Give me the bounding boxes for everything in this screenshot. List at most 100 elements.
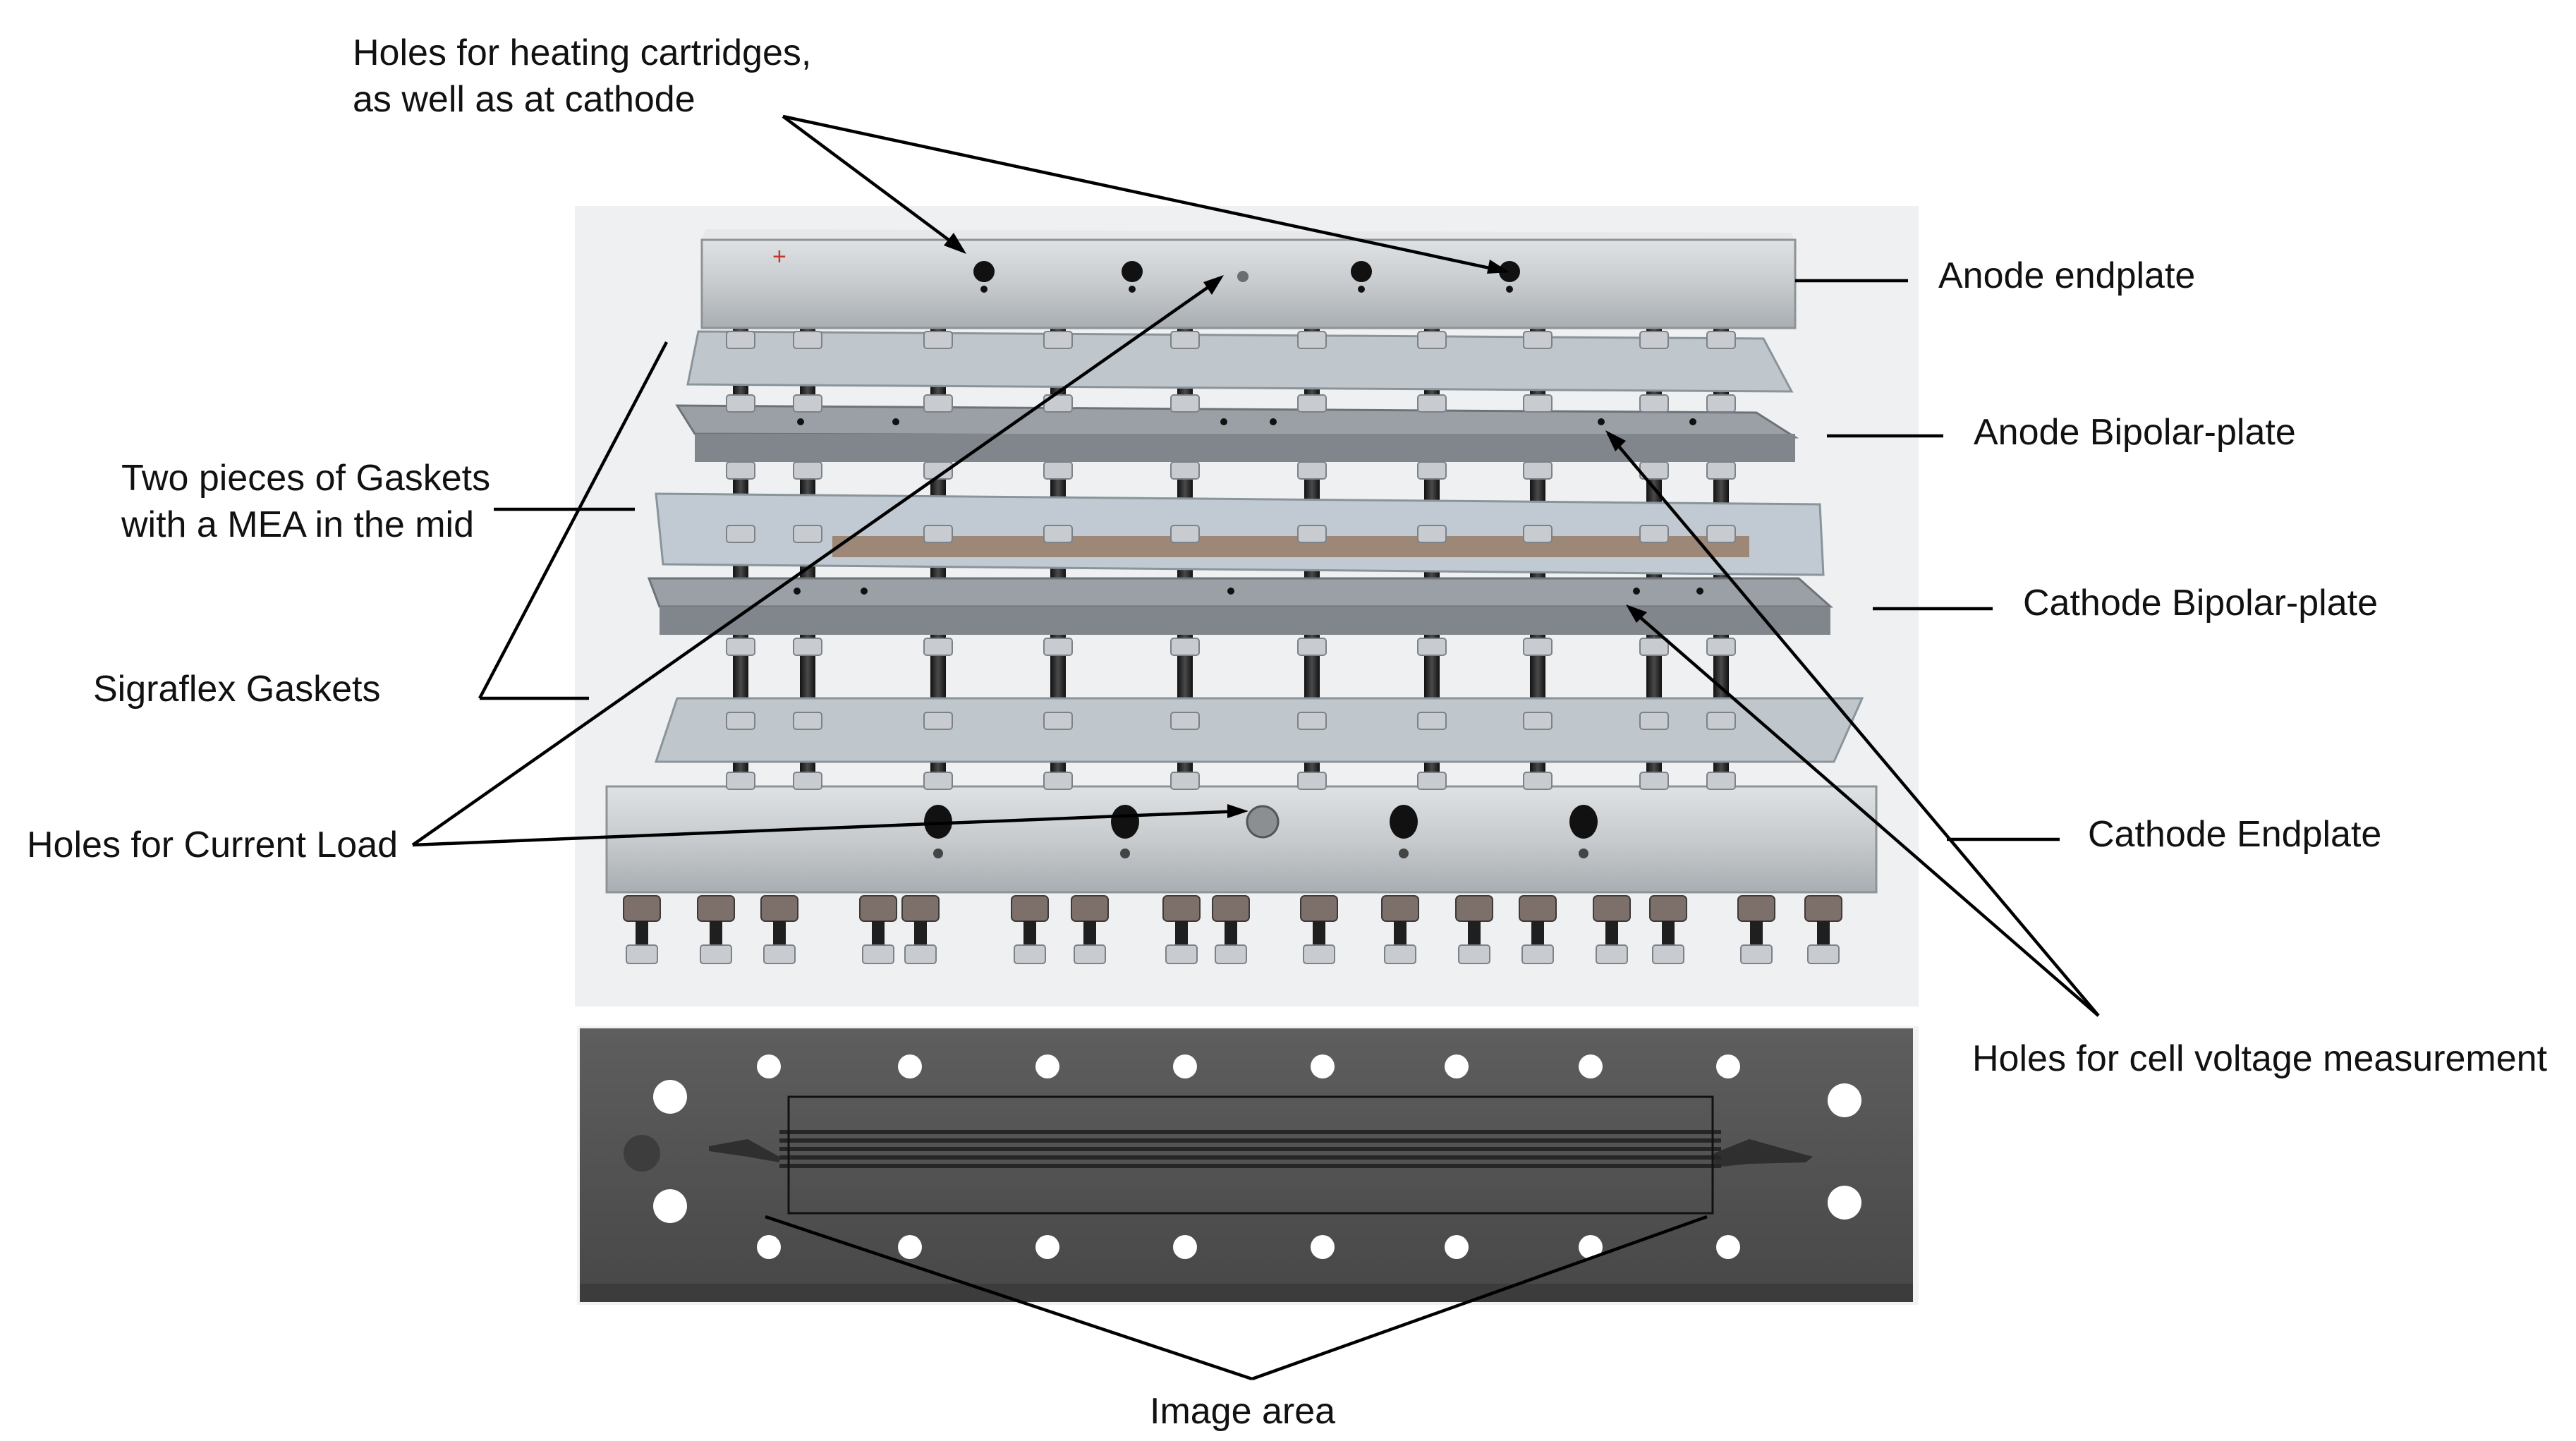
small-hole [1358, 286, 1365, 293]
bottom-nut [1804, 895, 1842, 922]
image-area-outline [787, 1095, 1714, 1215]
hex-nut [1639, 331, 1669, 349]
hex-nut [1170, 394, 1200, 413]
bottom-nut [760, 895, 798, 922]
hex-nut [1639, 712, 1669, 730]
hex-nut [726, 638, 755, 656]
bottom-nut [1381, 895, 1419, 922]
current-load-hole [1246, 805, 1280, 839]
heating-hole [1499, 261, 1520, 282]
stack-nuts [623, 331, 1842, 964]
hex-nut [1639, 772, 1669, 790]
hex-nut [1170, 712, 1200, 730]
bottom-bolt-nut [1521, 944, 1554, 964]
plate-hole [898, 1054, 922, 1078]
hex-nut [793, 638, 822, 656]
cathode-endplate [605, 785, 1878, 894]
bottom-nut [1300, 895, 1338, 922]
plate-hole [1716, 1054, 1740, 1078]
hex-nut [1297, 525, 1327, 543]
sigraflex-gasket-upper [686, 330, 1794, 393]
plate-hole [1579, 1235, 1603, 1259]
arrow-current-bottom [1227, 804, 1248, 818]
hex-nut [1043, 638, 1073, 656]
hex-nut [1523, 525, 1553, 543]
hex-nut [1417, 638, 1447, 656]
bottom-nut [1212, 895, 1250, 922]
bottom-nut [1071, 895, 1109, 922]
bottom-bolt-nut [862, 944, 894, 964]
plate-hole [757, 1054, 781, 1078]
cathode-bipolar-plate [647, 577, 1833, 608]
bottom-bolt-nut [626, 944, 658, 964]
bottom-nut [1455, 895, 1493, 922]
bottom-nut [1649, 895, 1687, 922]
heating-hole [1351, 261, 1372, 282]
hex-nut [1043, 331, 1073, 349]
hex-nut [1706, 331, 1736, 349]
svg-text:+: + [772, 243, 786, 270]
hex-nut [726, 394, 755, 413]
hex-nut [1170, 525, 1200, 543]
plate-corner-hole [1828, 1186, 1861, 1220]
plate-holes [794, 261, 1703, 858]
flow-field-plate-edge [580, 1284, 1913, 1302]
plate-hole [1716, 1235, 1740, 1259]
voltage-hole [1633, 588, 1640, 595]
label-gaskets-mea: Two pieces of Gaskets with a MEA in the … [121, 458, 491, 545]
hex-nut [1706, 394, 1736, 413]
hex-nut [1297, 772, 1327, 790]
hex-nut [1170, 772, 1200, 790]
hex-nut [1523, 394, 1553, 413]
label-current-load-holes: Holes for Current Load [27, 825, 399, 865]
bottom-bolt-nut [904, 944, 937, 964]
hex-nut [793, 525, 822, 543]
bottom-bolt-nut [1014, 944, 1046, 964]
bottom-bolt-nut [1165, 944, 1198, 964]
bottom-nut [1593, 895, 1631, 922]
bottom-bolt-nut [1303, 944, 1335, 964]
flow-channels [779, 1130, 1721, 1168]
bottom-bolt-nut [1652, 944, 1684, 964]
small-hole [933, 849, 943, 858]
hex-nut [1639, 394, 1669, 413]
voltage-hole [1689, 418, 1696, 425]
bottom-bolt-nut [1458, 944, 1490, 964]
arrow-heading-left [944, 233, 966, 254]
hex-nut [1417, 394, 1447, 413]
label-cell-voltage-holes: Holes for cell voltage measurement [1972, 1038, 2548, 1079]
bottom-nut [859, 895, 897, 922]
hex-nut [1297, 331, 1327, 349]
hex-nut [726, 525, 755, 543]
plate-hole [1579, 1054, 1603, 1078]
plate-hole [1311, 1235, 1335, 1259]
label-anode-endplate: Anode endplate [1938, 255, 2196, 296]
bottom-nut [1737, 895, 1775, 922]
small-hole [1399, 849, 1409, 858]
hex-nut [923, 638, 953, 656]
flow-field-plate-holes [624, 1054, 1861, 1259]
bottom-bolt-nut [1596, 944, 1628, 964]
hex-nut [923, 331, 953, 349]
voltage-hole [794, 588, 801, 595]
heating-hole [1111, 805, 1139, 839]
bottom-bolt-nut [1740, 944, 1773, 964]
flow-channel-inlet [709, 1139, 779, 1162]
label-image-area: Image area [1150, 1391, 1336, 1432]
mea-copper-layer [832, 536, 1749, 557]
hex-nut [1706, 772, 1736, 790]
arrow-voltage-top [1605, 430, 1626, 451]
voltage-hole [1227, 588, 1234, 595]
hex-nut [923, 712, 953, 730]
hex-nut [1297, 638, 1327, 656]
plate-dowel [624, 1135, 660, 1172]
bottom-nut [1519, 895, 1557, 922]
hex-nut [1639, 525, 1669, 543]
plate-hole [1035, 1235, 1059, 1259]
small-hole [1129, 286, 1136, 293]
hex-nut [726, 461, 755, 480]
hex-nut [793, 712, 822, 730]
hex-nut [1523, 638, 1553, 656]
bottom-nut [901, 895, 940, 922]
